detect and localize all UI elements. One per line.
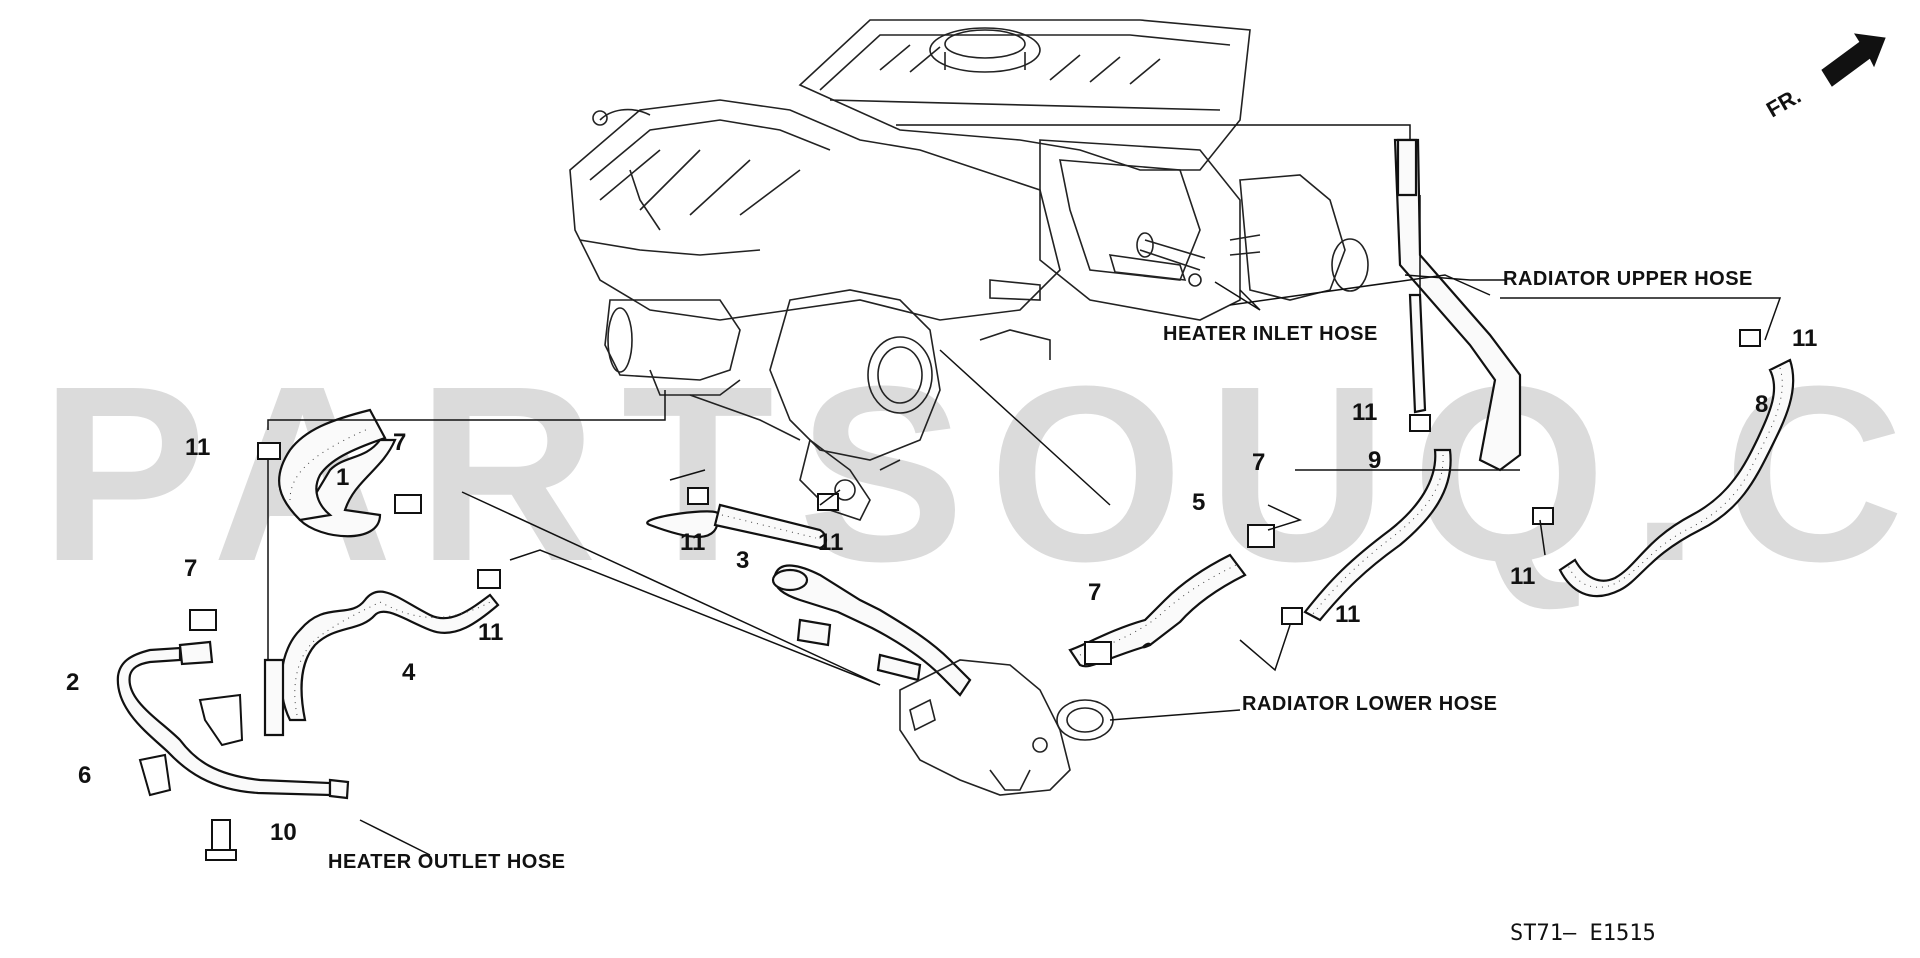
- part-number-8: 8: [1755, 391, 1768, 418]
- part-number-11: 11: [1792, 325, 1817, 352]
- part-number-2: 2: [66, 669, 79, 696]
- part-number-5: 5: [1192, 489, 1205, 516]
- part-number-11: 11: [478, 619, 503, 646]
- part-number-7: 7: [1088, 579, 1101, 606]
- part-number-11: 11: [1510, 563, 1535, 590]
- hose-3: [646, 503, 828, 550]
- pipe-2: [116, 640, 350, 800]
- clamp-11h: [1739, 329, 1761, 347]
- hose-5: [1068, 553, 1247, 668]
- diagram-code: ST71— E1515: [1510, 921, 1656, 946]
- part-number-10: 10: [270, 819, 297, 846]
- callout-radiator-upper-hose: RADIATOR UPPER HOSE: [1503, 268, 1753, 290]
- hose-1: [278, 408, 397, 538]
- clamp-11d: [817, 493, 839, 511]
- clamp-11g: [1532, 507, 1554, 525]
- hose-4: [263, 590, 500, 737]
- part-number-11: 11: [680, 529, 705, 556]
- clamp-7a: [394, 494, 422, 514]
- direction-indicator: FR.: [1762, 33, 1886, 122]
- clamps: [138, 329, 1761, 861]
- hose-9: [1303, 448, 1452, 622]
- part-number-3: 3: [736, 547, 749, 574]
- bolt-10: [205, 819, 237, 861]
- hose-8: [1558, 358, 1795, 598]
- part-number-1: 1: [336, 464, 349, 491]
- water-pipe: [771, 564, 972, 697]
- engine-assembly-drawing: [569, 19, 1369, 521]
- part-number-11: 11: [818, 529, 843, 556]
- part-number-11: 11: [1335, 601, 1360, 628]
- clamp-7d: [1084, 641, 1112, 665]
- part-number-11: 11: [185, 434, 210, 461]
- part-number-7: 7: [184, 555, 197, 582]
- leader-lines: [267, 124, 1782, 856]
- part-number-7: 7: [1252, 449, 1265, 476]
- clamp-11f: [1281, 607, 1303, 625]
- clamp-11b: [477, 569, 501, 589]
- part-number-6: 6: [78, 762, 91, 789]
- clamp-11c: [687, 487, 709, 505]
- callout-heater-outlet-hose: HEATER OUTLET HOSE: [328, 851, 566, 873]
- part-number-4: 4: [402, 659, 416, 686]
- callout-radiator-lower-hose: RADIATOR LOWER HOSE: [1242, 693, 1497, 715]
- water-outlet-casting: [899, 659, 1114, 796]
- hoses: [116, 138, 1795, 800]
- part-number-9: 9: [1368, 447, 1381, 474]
- pipe-bracket: [198, 693, 244, 747]
- clamp-7c: [1247, 524, 1275, 548]
- bracket-6: [138, 753, 172, 797]
- front-arrow-icon: [1821, 33, 1886, 87]
- front-label: FR.: [1762, 83, 1805, 122]
- part-number-7: 7: [393, 429, 406, 456]
- clamp-7b: [189, 609, 217, 631]
- callout-heater-inlet-hose: HEATER INLET HOSE: [1163, 323, 1378, 345]
- clamp-11e: [1409, 414, 1431, 432]
- part-number-11: 11: [1352, 399, 1377, 426]
- clamp-11a: [257, 442, 281, 460]
